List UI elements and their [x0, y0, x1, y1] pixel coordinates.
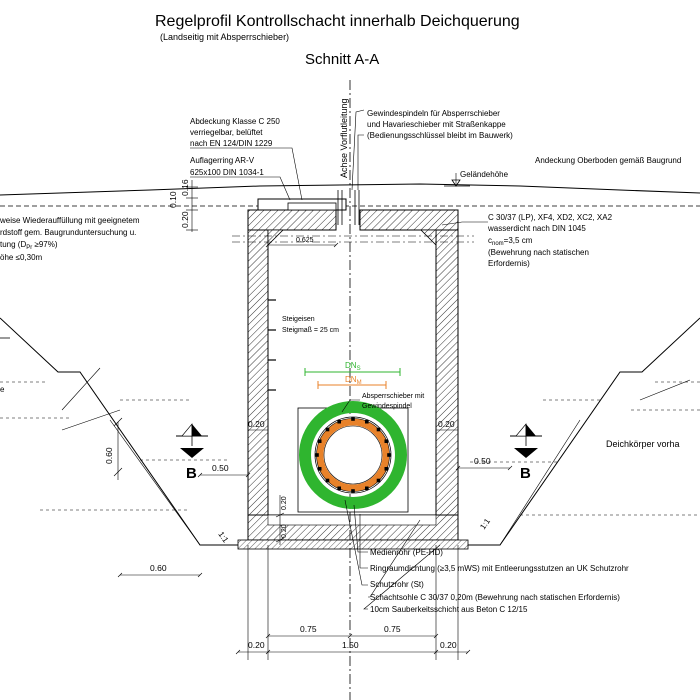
backfill-label-3: tung (DPr ≥97%) [0, 240, 58, 251]
dim-020-bottom-right: 0.20 [440, 640, 457, 650]
concrete-label-4: (Bewehrung nach statischen [488, 248, 589, 257]
legend-protect-pipe: Schutzrohr (St) [370, 580, 424, 589]
steps-label-1: Steigeisen [282, 316, 315, 323]
drawing-title: Regelprofil Kontrollschacht innerhalb De… [155, 13, 520, 30]
spacer-block [325, 478, 330, 483]
spacer-block [317, 439, 322, 443]
dim-020-top: 0.20 [180, 211, 190, 228]
spindle-label-2: und Havarieschieber mit Straßenkappe [367, 120, 506, 129]
valve-label-1: Absperrschieber mit [362, 393, 424, 400]
spacer-block [325, 427, 330, 432]
dn-s-label: DNS [345, 361, 361, 372]
topsoil-label: Andeckung Oberboden gemäß Baugrund [535, 156, 681, 165]
steps-label-2: Steigmaß = 25 cm [282, 327, 339, 334]
backfill-label-4: öhe ≤0,30m [0, 253, 43, 262]
legend-base-slab: Schachtsohle C 30/37 0,20m (Bewehrung na… [370, 593, 620, 602]
concrete-label-3: cnom=3,5 cm [488, 236, 533, 247]
ground-level-label: Geländehöhe [460, 170, 509, 179]
dim-075-left: 0.75 [300, 624, 317, 634]
legend-blinding: 10cm Sauberkeitsschicht aus Beton C 12/1… [370, 605, 528, 614]
dim-060-horizontal: 0.60 [150, 563, 167, 573]
legend-seal: Ringraumdichtung (≥3,5 mWS) mit Entleeru… [370, 564, 629, 573]
dim-020-wall-left: 0.20 [248, 419, 265, 429]
ring-label-1: Auflagerring AR-V [190, 156, 255, 165]
haunch-top-right [420, 229, 437, 246]
spacer-block [365, 486, 369, 491]
dim-075-right: 0.75 [384, 624, 401, 634]
spacer-block [337, 486, 341, 491]
dim-050-right: 0.50 [474, 456, 491, 466]
excavation-right [452, 317, 700, 546]
spacer-block [376, 427, 381, 432]
haunch-top-left [267, 229, 284, 246]
terrain-line [0, 183, 700, 207]
medium-pipe [316, 418, 390, 492]
slope-left: 1:1 [216, 530, 230, 545]
dim-020-wall-right: 0.20 [438, 419, 455, 429]
shaft-wall-right [435, 229, 459, 531]
valve-label-2: Gewindespindel [362, 403, 412, 410]
slope-right: 1:1 [478, 516, 492, 531]
dim-060-vertical: 0.60 [104, 447, 114, 464]
spacer-block [337, 419, 341, 424]
spacer-block [351, 489, 355, 493]
excavation-left [0, 317, 248, 546]
dim-016: 0.16 [180, 179, 190, 196]
dn-s-dimension: DNS [304, 361, 401, 376]
shaft-top-slab-left [247, 209, 337, 231]
spindle-label-3: (Bedienungsschlüssel bleibt im Bauwerk) [367, 131, 513, 140]
dim-020-bottom-left: 0.20 [248, 640, 265, 650]
dim-lines [113, 180, 513, 660]
dim-0625: 0.625 [296, 237, 314, 244]
steps [268, 299, 276, 391]
backfill-label-1: weise Wiederauffüllung mit geeignetem [0, 216, 140, 225]
ring-label-2: 625x100 DIN 1034-1 [190, 168, 264, 177]
spindle-label-1: Gewindespindeln für Absperrschieber [367, 109, 500, 118]
bearing-ring [287, 202, 337, 211]
concrete-label-5: Erfordernis) [488, 259, 530, 268]
spacer-block [387, 453, 391, 457]
section-marker-right: B [510, 423, 542, 482]
spacer-block [351, 417, 355, 421]
dim-050-left: 0.50 [212, 463, 229, 473]
spacer-block [365, 419, 369, 424]
leaders [190, 109, 488, 610]
section-b-left: B [186, 465, 197, 482]
left-edge-label: e [0, 385, 5, 394]
section-marker-left: B [176, 423, 208, 482]
section-b-right: B [520, 465, 531, 482]
shaft-wall-left [247, 229, 269, 531]
spacer-block [315, 453, 319, 457]
protect-pipe [299, 401, 407, 509]
pipe-assembly [299, 401, 407, 509]
axis-label: Achse Vorflutleitung [339, 98, 349, 178]
dn-m-label: DNM [345, 375, 362, 386]
dim-020-base: 0.20 [281, 496, 288, 510]
spacer-block [384, 439, 389, 443]
spacer-block [376, 478, 381, 483]
concrete-label-2: wasserdicht nach DIN 1045 [487, 224, 586, 233]
dn-m-dimension: DNM [317, 375, 387, 389]
backfill-label-2: rdstoff gem. Baugrunduntersuchung u. [0, 228, 136, 237]
cover-label-3: nach EN 124/DIN 1229 [190, 139, 273, 148]
shaft-top-slab-right [359, 209, 459, 231]
spacer-block [384, 467, 389, 471]
pipe-spacers [315, 417, 391, 493]
dim-150: 1.50 [342, 640, 359, 650]
shaft-inner-floor [267, 514, 437, 526]
dim-020-base-2: 0.20 [281, 524, 288, 538]
concrete-label-1: C 30/37 (LP), XF4, XD2, XC2, XA2 [488, 213, 613, 222]
drawing-subtitle: (Landseitig mit Absperrschieber) [160, 32, 289, 42]
section-title: Schnitt A-A [305, 51, 379, 68]
cover-label-1: Abdeckung Klasse C 250 [190, 117, 280, 126]
spindles [337, 190, 360, 225]
dike-body-label: Deichkörper vorha [606, 439, 680, 449]
spacer-block [317, 467, 322, 471]
cover-label-2: verriegelbar, belüftet [190, 128, 263, 137]
dim-010: 0.10 [168, 191, 178, 208]
legend-medium-pipe: Medienrohr (PE-HD) [370, 548, 443, 557]
